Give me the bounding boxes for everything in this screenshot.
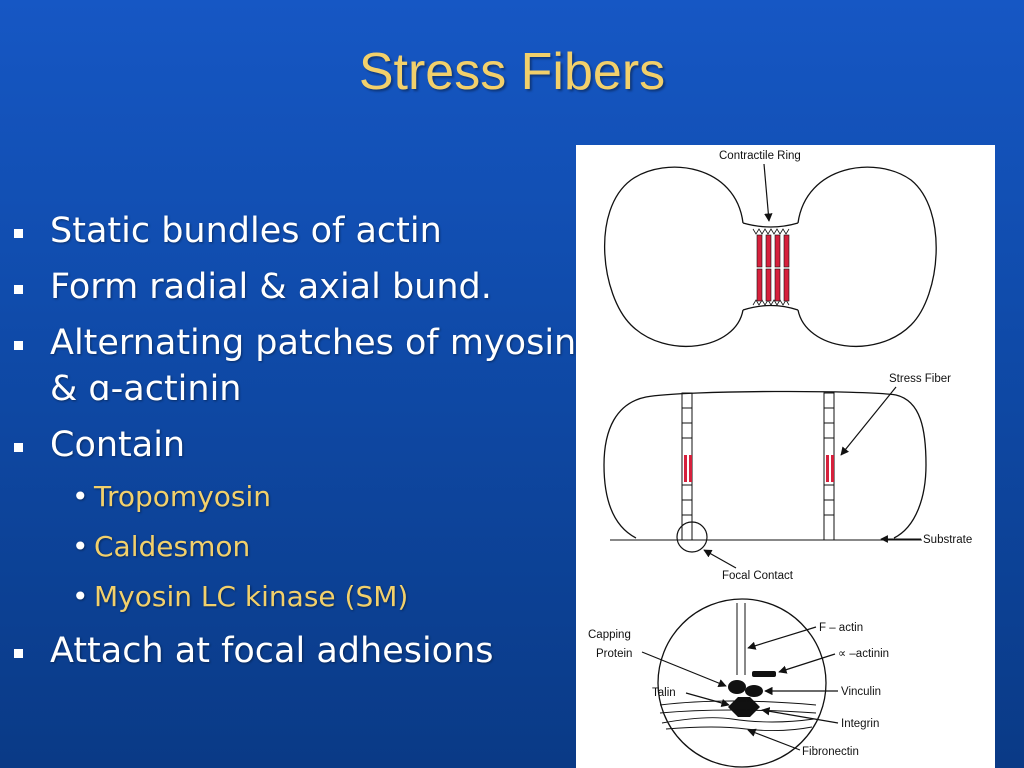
integrin-shape: [728, 697, 760, 717]
capping-protein-shape: [728, 680, 746, 694]
label-focal-contact: Focal Contact: [722, 570, 794, 582]
label-alpha-actinin: ∝ –actinin: [838, 648, 889, 660]
square-bullet-icon: [14, 443, 23, 452]
sub-bullet-text: Tropomyosin: [94, 480, 272, 513]
contractile-ring: [752, 228, 790, 306]
bullet-list: Static bundles of actin Form radial & ax…: [10, 208, 580, 684]
stress-fiber-right: [823, 392, 835, 541]
sub-bullet-item: • Tropomyosin: [10, 478, 580, 516]
label-fibronectin: Fibronectin: [802, 746, 859, 758]
label-integrin: Integrin: [841, 718, 879, 730]
label-talin: Talin: [652, 687, 676, 699]
bullet-text: Form radial & axial bund.: [50, 267, 492, 307]
spread-cell: [603, 390, 927, 541]
arrow-contractile-ring: [763, 163, 773, 222]
bullet-text: Alternating patches of myosin & ɑ-actini…: [50, 323, 577, 409]
bullet-item: Form radial & axial bund.: [10, 264, 580, 310]
bullet-item: Contain: [10, 422, 580, 468]
bullet-item: Static bundles of actin: [10, 208, 580, 254]
stress-fiber-diagram: Contractile Ring: [576, 145, 995, 768]
dividing-cell: [604, 166, 937, 347]
dot-bullet-icon: •: [72, 480, 89, 513]
arrow-talin: [685, 692, 730, 708]
bullet-text: Attach at focal adhesions: [50, 631, 494, 671]
focal-contact-detail: [657, 598, 827, 768]
square-bullet-icon: [14, 229, 23, 238]
stress-fiber-left: [681, 392, 693, 541]
square-bullet-icon: [14, 285, 23, 294]
label-capping: Capping: [588, 629, 631, 641]
bullet-text: Contain: [50, 425, 186, 465]
sub-bullet-item: • Caldesmon: [10, 528, 580, 566]
slide-title: Stress Fibers: [358, 43, 666, 101]
bullet-item: Attach at focal adhesions: [10, 628, 580, 674]
label-stress-fiber: Stress Fiber: [889, 373, 951, 385]
alpha-actinin-shape: [752, 671, 776, 677]
focal-contact-circle: [676, 521, 708, 553]
vinculin-shape: [745, 685, 763, 697]
arrow-alpha-actinin: [778, 653, 836, 674]
sub-bullet-item: • Myosin LC kinase (SM): [10, 578, 580, 616]
label-vinculin: Vinculin: [841, 686, 881, 698]
sub-bullet-text: Myosin LC kinase (SM): [94, 580, 409, 613]
label-substrate: Substrate: [923, 534, 972, 546]
arrow-focal-contact: [703, 549, 737, 569]
sub-bullet-text: Caldesmon: [94, 530, 251, 563]
label-protein: Protein: [596, 648, 632, 660]
arrow-integrin: [761, 707, 839, 724]
arrow-f-actin: [747, 626, 817, 650]
bullet-text: Static bundles of actin: [50, 211, 442, 251]
arrow-stress-fiber: [840, 386, 897, 456]
arrow-capping-protein: [641, 651, 727, 688]
label-contractile-ring: Contractile Ring: [719, 150, 801, 162]
square-bullet-icon: [14, 649, 23, 658]
dot-bullet-icon: •: [72, 530, 89, 563]
arrow-fibronectin: [747, 728, 801, 751]
square-bullet-icon: [14, 341, 23, 350]
bullet-item: Alternating patches of myosin & ɑ-actini…: [10, 320, 580, 412]
dot-bullet-icon: •: [72, 580, 89, 613]
label-f-actin: F – actin: [819, 622, 863, 634]
